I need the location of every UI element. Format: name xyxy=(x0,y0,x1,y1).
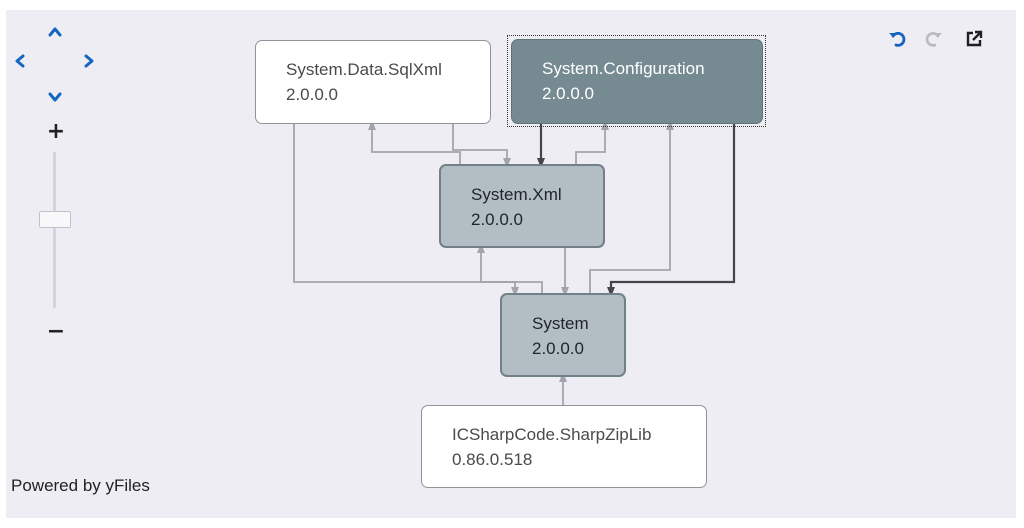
chevron-down-icon xyxy=(48,92,62,102)
node-name: System.Xml xyxy=(471,185,562,204)
undo-icon xyxy=(889,31,906,47)
node-version: 2.0.0.0 xyxy=(532,339,584,358)
undo-button[interactable] xyxy=(884,26,910,52)
node-name: System.Configuration xyxy=(542,59,705,78)
redo-button[interactable] xyxy=(921,26,947,52)
node-version: 0.86.0.518 xyxy=(452,450,533,469)
pan-right-button[interactable] xyxy=(75,47,103,75)
edge-sqlxml-to-system xyxy=(293,124,519,297)
chevron-left-icon xyxy=(15,54,25,68)
node-system-xml[interactable]: System.Xml 2.0.0.0 xyxy=(439,164,605,248)
edge-config-to-system xyxy=(607,124,736,297)
node-system-data-sqlxml[interactable]: System.Data.SqlXml 2.0.0.0 xyxy=(255,40,491,124)
pan-left-button[interactable] xyxy=(6,47,34,75)
node-name: System xyxy=(532,314,589,333)
node-system-configuration[interactable]: System.Configuration 2.0.0.0 xyxy=(511,39,763,124)
redo-icon xyxy=(925,32,942,47)
node-version: 2.0.0.0 xyxy=(471,210,523,229)
edge-system-to-config xyxy=(589,120,674,293)
node-name: ICSharpCode.SharpZipLib xyxy=(452,425,652,444)
chevron-up-icon xyxy=(48,27,62,37)
open-external-icon xyxy=(966,30,983,47)
node-icsharpcode-sharpziplib[interactable]: ICSharpCode.SharpZipLib 0.86.0.518 xyxy=(421,405,707,488)
node-version: 2.0.0.0 xyxy=(542,84,594,103)
edge-xml-to-sqlxml xyxy=(368,120,461,164)
edge-xml-to-config xyxy=(575,120,609,164)
node-system[interactable]: System 2.0.0.0 xyxy=(500,293,626,377)
zoom-slider-thumb[interactable] xyxy=(39,211,71,229)
chevron-right-icon xyxy=(84,54,94,68)
powered-by-label: Powered by yFiles xyxy=(11,476,150,495)
pan-down-button[interactable] xyxy=(41,83,69,111)
pan-up-button[interactable] xyxy=(41,18,69,46)
edge-sqlxml-to-xml xyxy=(452,124,511,168)
node-version: 2.0.0.0 xyxy=(286,85,338,104)
node-name: System.Data.SqlXml xyxy=(286,60,442,79)
zoom-slider-track[interactable] xyxy=(53,152,56,308)
zoom-out-button[interactable]: − xyxy=(46,318,66,344)
open-external-button[interactable] xyxy=(961,26,987,52)
edge-system-to-xml xyxy=(477,243,543,293)
zoom-in-button[interactable]: + xyxy=(46,118,66,144)
